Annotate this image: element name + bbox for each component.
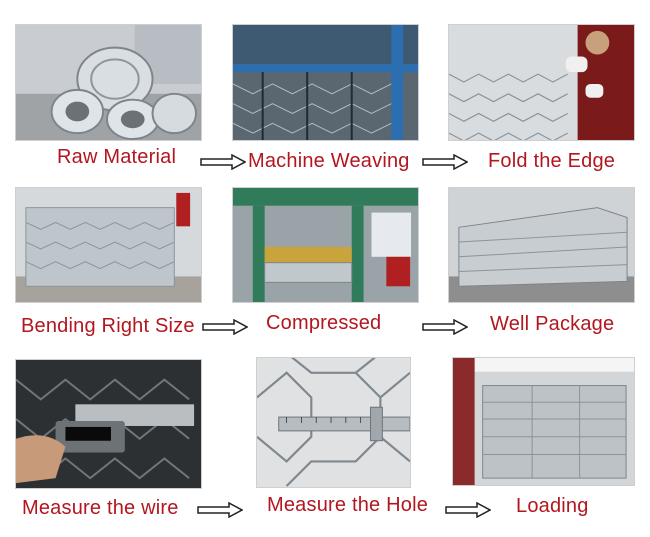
- step-label-fold-the-edge: Fold the Edge: [488, 150, 616, 172]
- step-label-well-package: Well Package: [490, 313, 615, 335]
- photo-loading: [452, 357, 635, 486]
- photo-bending-right-size: [15, 187, 202, 303]
- step-label-compressed: Compressed: [266, 312, 382, 334]
- step-label-measure-the-hole: Measure the Hole: [267, 494, 429, 516]
- photo-compressed: [232, 187, 419, 303]
- step-label-measure-the-wire: Measure the wire: [22, 497, 179, 519]
- step-label-loading: Loading: [516, 495, 589, 517]
- step-label-machine-weaving: Machine Weaving: [248, 150, 410, 172]
- arrow-right-icon: [422, 154, 468, 170]
- arrow-right-icon: [445, 502, 491, 518]
- photo-fold-the-edge: [448, 24, 635, 141]
- step-label-raw-material: Raw Material: [57, 146, 177, 168]
- arrow-right-icon: [200, 154, 246, 170]
- photo-well-package: [448, 187, 635, 303]
- step-label-bending-right-size: Bending Right Size: [21, 315, 195, 337]
- photo-raw-material: [15, 24, 202, 141]
- photo-measure-the-hole: [256, 357, 411, 488]
- photo-machine-weaving: [232, 24, 419, 141]
- arrow-right-icon: [197, 502, 243, 518]
- photo-measure-the-wire: [15, 359, 202, 489]
- arrow-right-icon: [202, 319, 248, 335]
- arrow-right-icon: [422, 319, 468, 335]
